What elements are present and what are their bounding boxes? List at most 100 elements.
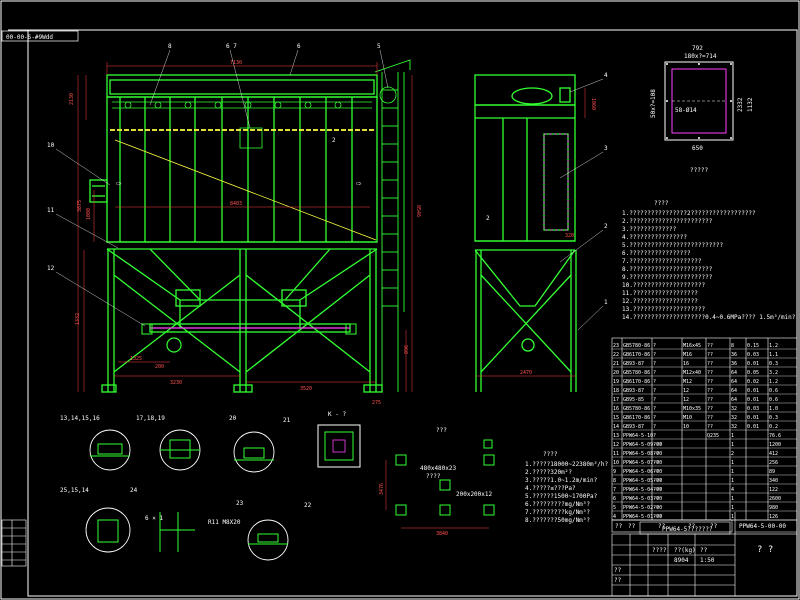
parts-row-cell: ?? bbox=[653, 496, 659, 502]
parts-row-cell: GB93-87 bbox=[623, 361, 644, 367]
parts-row-cell: GB6170-86 bbox=[623, 415, 650, 421]
parts-row-cell: 0.3 bbox=[769, 415, 778, 421]
svg-text:3476: 3476 bbox=[379, 483, 385, 495]
svg-text:275: 275 bbox=[372, 400, 381, 406]
parts-row-cell: ? bbox=[653, 388, 656, 394]
parts-row-cell: 0.2 bbox=[769, 424, 778, 430]
parts-row-cell: 9 bbox=[613, 469, 616, 475]
svg-text:????: ???? bbox=[426, 473, 441, 480]
side-dimension-texts: 2470 320 1060 bbox=[520, 98, 596, 376]
parts-row-cell: 8 bbox=[731, 343, 734, 349]
parts-row-cell: 1 bbox=[731, 469, 734, 475]
svg-text:???: ??? bbox=[436, 427, 447, 434]
svg-text:2130: 2130 bbox=[69, 93, 75, 105]
svg-text:2470: 2470 bbox=[520, 370, 532, 376]
svg-text:????: ???? bbox=[543, 451, 558, 458]
svg-text:??: ?? bbox=[710, 523, 718, 530]
parts-row-cell: 980 bbox=[769, 505, 778, 511]
parts-row-cell: 23 bbox=[613, 343, 619, 349]
parts-row-cell: 0.03 bbox=[747, 352, 759, 358]
svg-text:480x480x23: 480x480x23 bbox=[420, 465, 457, 472]
svg-text:6 × 1: 6 × 1 bbox=[145, 515, 163, 522]
svg-text:24: 24 bbox=[130, 487, 138, 494]
parts-row-cell: ?? bbox=[707, 406, 713, 412]
parts-row-cell: ??? bbox=[653, 487, 662, 493]
parts-row-cell: 4 bbox=[731, 487, 734, 493]
parts-row-cell: PPW64-5-05-00 bbox=[623, 478, 662, 484]
parts-row-cell: 126 bbox=[769, 514, 778, 520]
svg-text:12.??????????????????: 12.?????????????????? bbox=[622, 298, 698, 305]
parts-row-cell: 89 bbox=[769, 469, 775, 475]
svg-text:10: 10 bbox=[47, 142, 55, 149]
side-dimensions bbox=[476, 88, 586, 377]
svg-text:7.?????????kg/Nm³?: 7.?????????kg/Nm³? bbox=[525, 509, 590, 516]
front-dimension-lines bbox=[77, 62, 413, 392]
parts-row-cell: 5 bbox=[613, 505, 616, 511]
svg-text:PPW64-5???????: PPW64-5??????? bbox=[662, 526, 713, 533]
section-k-view: K - ? bbox=[317, 411, 361, 468]
parts-row-cell: GB5780-86 bbox=[623, 370, 650, 376]
svg-text:2: 2 bbox=[486, 215, 490, 222]
parts-row-cell: ??? bbox=[653, 442, 662, 448]
svg-text:?????: ????? bbox=[690, 167, 708, 174]
parts-row-cell: ?? bbox=[653, 451, 659, 457]
parts-row-cell: 0.01 bbox=[747, 424, 759, 430]
svg-text:??: ?? bbox=[615, 523, 623, 530]
parts-row-cell: 1200 bbox=[769, 442, 781, 448]
parts-row-cell: ? bbox=[653, 424, 656, 430]
svg-text:4.????????????????: 4.???????????????? bbox=[622, 234, 687, 241]
svg-text:5.??????1500~1700Pa?: 5.??????1500~1700Pa? bbox=[525, 493, 598, 500]
svg-text:3840: 3840 bbox=[436, 531, 448, 537]
parts-row-cell: 340 bbox=[769, 478, 778, 484]
parts-row-cell: 20 bbox=[613, 370, 619, 376]
svg-text:13,14,15,16: 13,14,15,16 bbox=[60, 415, 100, 422]
svg-text:3.?????1.0~1.2m/min?: 3.?????1.0~1.2m/min? bbox=[525, 477, 598, 484]
parts-row-cell: 1.0 bbox=[769, 406, 778, 412]
parts-row-cell: PPW64-5-06-00 bbox=[623, 469, 662, 475]
svg-text:1.?????18000~22380m³/h?: 1.?????18000~22380m³/h? bbox=[525, 461, 608, 468]
svg-text:21: 21 bbox=[283, 417, 291, 424]
parts-row-cell: M12 bbox=[683, 379, 692, 385]
parts-row-cell: 0.6 bbox=[769, 388, 778, 394]
detail-views: 13,14,15,16 17,18,19 20 21 25,15,14 24 2… bbox=[60, 415, 312, 561]
parts-row-cell: 1 bbox=[731, 514, 734, 520]
svg-text:1:50: 1:50 bbox=[700, 557, 715, 564]
svg-text:1000: 1000 bbox=[86, 208, 92, 220]
parts-row-cell: M16x45 bbox=[683, 343, 701, 349]
svg-text:6: 6 bbox=[297, 43, 301, 50]
svg-text:R11 M8X20: R11 M8X20 bbox=[208, 519, 241, 526]
svg-text:10.????????????????????: 10.???????????????????? bbox=[622, 282, 705, 289]
parts-row-cell: 1 bbox=[731, 460, 734, 466]
svg-text:??: ?? bbox=[614, 567, 622, 574]
parts-row-cell: 10 bbox=[613, 460, 619, 466]
parts-row-cell: 10 bbox=[683, 424, 689, 430]
parts-row-cell: 0.01 bbox=[747, 388, 759, 394]
drawing-number: PPW64-5-00-00 bbox=[739, 523, 786, 530]
parts-row-cell: 0.01 bbox=[747, 397, 759, 403]
parts-row-cell: 12 bbox=[683, 388, 689, 394]
svg-text:17,18,19: 17,18,19 bbox=[136, 415, 165, 422]
svg-text:8: 8 bbox=[168, 43, 172, 50]
parts-row-cell: 1.2 bbox=[769, 379, 778, 385]
parts-row-cell: 7 bbox=[613, 487, 616, 493]
svg-text:3.?????????????: 3.????????????? bbox=[622, 226, 677, 233]
parts-row-cell: M10 bbox=[683, 415, 692, 421]
parts-row-cell: ?? bbox=[707, 379, 713, 385]
parts-row-cell: ?? bbox=[707, 352, 713, 358]
parts-row-cell: ?? bbox=[707, 361, 713, 367]
foundation-plan: ??? 480x480x23 ???? 200x200x12 3840 3476 bbox=[379, 427, 495, 537]
parts-list-grid bbox=[611, 337, 798, 521]
parts-row-cell: 14 bbox=[613, 424, 619, 430]
svg-text:12: 12 bbox=[47, 265, 55, 272]
parts-row-cell: 3.2 bbox=[769, 370, 778, 376]
svg-text:2332: 2332 bbox=[737, 97, 744, 112]
svg-text:??(kg): ??(kg) bbox=[674, 547, 696, 554]
parts-row-cell: ??? bbox=[653, 514, 662, 520]
parts-row-cell: ? bbox=[653, 397, 656, 403]
parts-row-cell: 64 bbox=[731, 397, 737, 403]
parts-row-cell: M16 bbox=[683, 352, 692, 358]
svg-text:8546: 8546 bbox=[415, 205, 421, 217]
svg-text:200: 200 bbox=[155, 364, 164, 370]
parts-row-cell: 0.01 bbox=[747, 361, 759, 367]
parts-row-cell: 64 bbox=[731, 370, 737, 376]
